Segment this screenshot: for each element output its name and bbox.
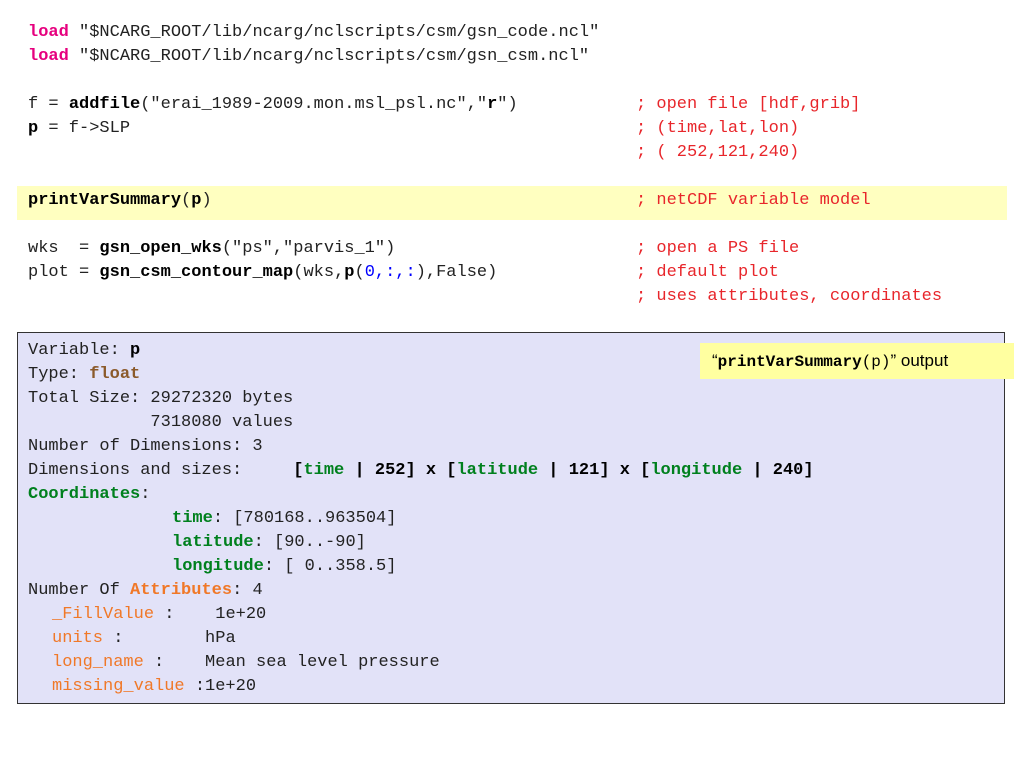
coord-latitude-name: latitude	[172, 533, 254, 552]
contour-map-function: gsn_csm_contour_map	[99, 263, 294, 282]
dims-latitude-size: | 121] x [	[538, 461, 651, 480]
callout-arg: (p)	[861, 353, 891, 371]
printvarsummary-function: printVarSummary	[28, 191, 182, 210]
load-keyword: load	[28, 23, 69, 42]
coordinates-label: Coordinates	[28, 485, 141, 504]
output-coordinates: Coordinates:	[28, 483, 150, 507]
coord-latitude: latitude: [90..-90]	[172, 531, 366, 555]
contour-p: p	[344, 263, 355, 282]
highlight-bar	[17, 186, 1007, 220]
addfile-args: ("erai_1989-2009.mon.msl_psl.nc","	[140, 95, 488, 114]
output-num-attributes: Number Of Attributes: 4	[28, 579, 263, 603]
open-wks-function: gsn_open_wks	[99, 239, 222, 258]
attribute-row: missing_value :1e+20	[52, 675, 256, 699]
callout-function: printVarSummary	[717, 353, 862, 371]
addfile-mode: r	[487, 95, 498, 114]
type-value: float	[89, 365, 141, 384]
printvarsummary-arg: p	[191, 191, 202, 210]
comment-default-plot: ; default plot	[636, 263, 779, 282]
attribute-name: _FillValue	[52, 605, 155, 624]
output-values: 7318080 values	[28, 413, 294, 432]
variable-value: p	[130, 341, 141, 360]
addfile-function: addfile	[68, 95, 141, 114]
plot-assign: plot =	[28, 263, 100, 282]
callout-quote-open: “	[712, 351, 718, 370]
comment-dims-sizes: ; ( 252,121,240)	[636, 143, 800, 162]
type-label: Type:	[28, 365, 90, 384]
attributes-prefix: Number Of	[28, 581, 131, 600]
attribute-row: long_name : Mean sea level pressure	[52, 651, 440, 675]
dims-label: Dimensions and sizes:	[28, 461, 294, 480]
paren-close: )	[201, 191, 212, 210]
coord-time-range: : [780168..963504]	[212, 509, 397, 528]
output-num-dims: Number of Dimensions: 3	[28, 437, 263, 456]
code-line-load-gsn-code: load "$NCARG_ROOT/lib/ncarg/nclscripts/c…	[28, 21, 599, 45]
attribute-sep: :	[184, 677, 206, 696]
attribute-row: units : hPa	[52, 627, 236, 651]
comment-open-ps: ; open a PS file	[636, 239, 800, 258]
coord-time-name: time	[172, 509, 213, 528]
attribute-name: long_name	[52, 653, 144, 672]
dims-latitude: latitude	[456, 461, 539, 480]
load-path: "$NCARG_ROOT/lib/ncarg/nclscripts/csm/gs…	[68, 23, 600, 42]
p-variable: p	[28, 119, 39, 138]
dims-time-size: | 252] x [	[344, 461, 457, 480]
output-variable: Variable: p	[28, 339, 140, 363]
code-line-printvarsummary: printVarSummary(p)	[28, 189, 212, 213]
comment-uses-attributes: ; uses attributes, coordinates	[636, 287, 943, 306]
coord-time: time: [780168..963504]	[172, 507, 396, 531]
code-line-p-assign: p = f->SLP	[28, 117, 130, 141]
comment-netcdf-model: ; netCDF variable model	[636, 191, 871, 210]
load-keyword: load	[28, 47, 69, 66]
dims-bracket: [	[293, 461, 304, 480]
open-wks-args: ("ps","parvis_1")	[221, 239, 396, 258]
contour-args-end: ),False)	[415, 263, 498, 282]
comment-dims-names: ; (time,lat,lon)	[636, 119, 800, 138]
attribute-sep: :	[143, 653, 206, 672]
callout-quote-close: ” output	[890, 351, 949, 370]
p-assign-rest: = f->SLP	[38, 119, 131, 138]
attribute-value: hPa	[205, 629, 236, 648]
output-total-size: Total Size: 29272320 bytes	[28, 389, 294, 408]
output-type: Type: float	[28, 363, 140, 387]
dims-longitude-size: | 240]	[742, 461, 814, 480]
coord-longitude: longitude: [ 0..358.5]	[172, 555, 396, 579]
dims-longitude: longitude	[650, 461, 743, 480]
coord-longitude-name: longitude	[172, 557, 264, 576]
addfile-args-end: ")	[497, 95, 518, 114]
code-line-addfile: f = addfile("erai_1989-2009.mon.msl_psl.…	[28, 93, 518, 117]
attribute-sep: :	[103, 629, 206, 648]
coord-longitude-range: : [ 0..358.5]	[263, 557, 397, 576]
attributes-word: Attributes	[130, 581, 233, 600]
attribute-name: units	[52, 629, 104, 648]
paren-open: (	[181, 191, 192, 210]
contour-index: 0,:,:	[364, 263, 416, 282]
output-callout: “printVarSummary(p)” output	[700, 343, 1014, 379]
coord-latitude-range: : [90..-90]	[253, 533, 366, 552]
f-assign: f =	[28, 95, 69, 114]
contour-args: (wks,	[293, 263, 345, 282]
wks-assign: wks =	[28, 239, 100, 258]
attribute-sep: :	[154, 605, 216, 624]
attributes-count: : 4	[232, 581, 263, 600]
dims-time: time	[303, 461, 345, 480]
output-dims-sizes: Dimensions and sizes: [time | 252] x [la…	[28, 459, 814, 483]
attribute-value: 1e+20	[215, 605, 267, 624]
attribute-value: 1e+20	[205, 677, 257, 696]
attribute-value: Mean sea level pressure	[205, 653, 440, 672]
coordinates-colon: :	[140, 485, 151, 504]
code-line-load-gsn-csm: load "$NCARG_ROOT/lib/ncarg/nclscripts/c…	[28, 45, 589, 69]
output-panel: “printVarSummary(p)” output Variable: p …	[17, 332, 1014, 704]
code-line-open-wks: wks = gsn_open_wks("ps","parvis_1")	[28, 237, 395, 261]
comment-open-file: ; open file [hdf,grib]	[636, 95, 861, 114]
attribute-name: missing_value	[52, 677, 185, 696]
code-line-contour-map: plot = gsn_csm_contour_map(wks,p(0,:,:),…	[28, 261, 497, 285]
load-path: "$NCARG_ROOT/lib/ncarg/nclscripts/csm/gs…	[68, 47, 590, 66]
contour-paren: (	[354, 263, 365, 282]
attribute-row: _FillValue : 1e+20	[52, 603, 266, 627]
variable-label: Variable:	[28, 341, 131, 360]
